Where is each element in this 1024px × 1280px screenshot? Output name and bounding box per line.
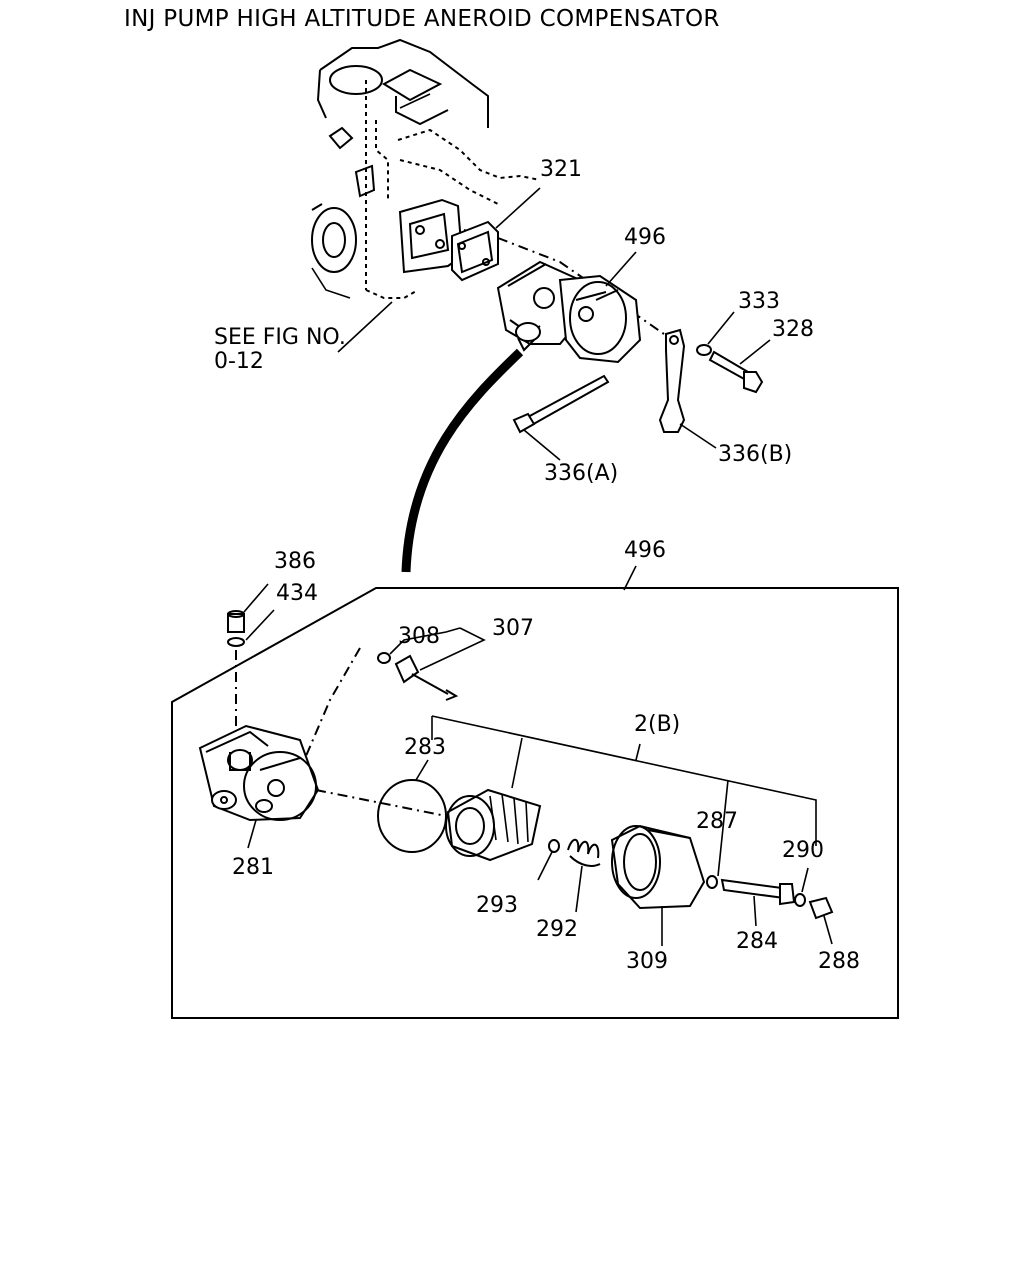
callout-321: 321 (540, 157, 582, 182)
callout-308: 308 (398, 624, 440, 649)
callout-284: 284 (736, 929, 778, 954)
cup-309 (610, 824, 706, 946)
reference-line-2: 0-12 (214, 349, 264, 374)
detail-frame (171, 587, 899, 1019)
callout-336a: 336(A) (544, 461, 618, 486)
callout-281: 281 (232, 855, 274, 880)
callout-293: 293 (476, 893, 518, 918)
cable-tie (512, 374, 610, 461)
callout-2b: 2(B) (634, 712, 680, 737)
engine-block (311, 38, 541, 299)
callout-307: 307 (492, 616, 534, 641)
callout-386: 386 (274, 549, 316, 574)
gasket-321 (451, 187, 665, 335)
callout-309: 309 (626, 949, 668, 974)
callout-333: 333 (738, 289, 780, 314)
callout-288: 288 (818, 949, 860, 974)
plug-and-washer (227, 583, 275, 750)
callout-496-detail: 496 (624, 538, 666, 563)
reference-line-1: SEE FIG NO. (214, 325, 346, 350)
callout-496-upper: 496 (624, 225, 666, 250)
detail-frame-leader (623, 565, 637, 591)
bracket-and-bolt (658, 311, 771, 449)
callout-328: 328 (772, 317, 814, 342)
housing-281 (198, 724, 320, 849)
callout-336b: 336(B) (718, 442, 792, 467)
diagram-title: INJ PUMP HIGH ALTITUDE ANEROID COMPENSAT… (124, 6, 720, 32)
diaphragm-283 (315, 759, 447, 853)
sensor-307 (299, 627, 486, 771)
bolt-set (706, 867, 834, 945)
callout-290: 290 (782, 838, 824, 863)
callout-283: 283 (404, 735, 446, 760)
reference-leader (337, 301, 393, 353)
aneroid-compensator-upper (496, 251, 642, 364)
callout-434: 434 (276, 581, 318, 606)
callout-287: 287 (696, 809, 738, 834)
detail-link-line (401, 348, 524, 573)
washer-and-spring (537, 838, 601, 913)
callout-292: 292 (536, 917, 578, 942)
filter-element (431, 715, 817, 877)
